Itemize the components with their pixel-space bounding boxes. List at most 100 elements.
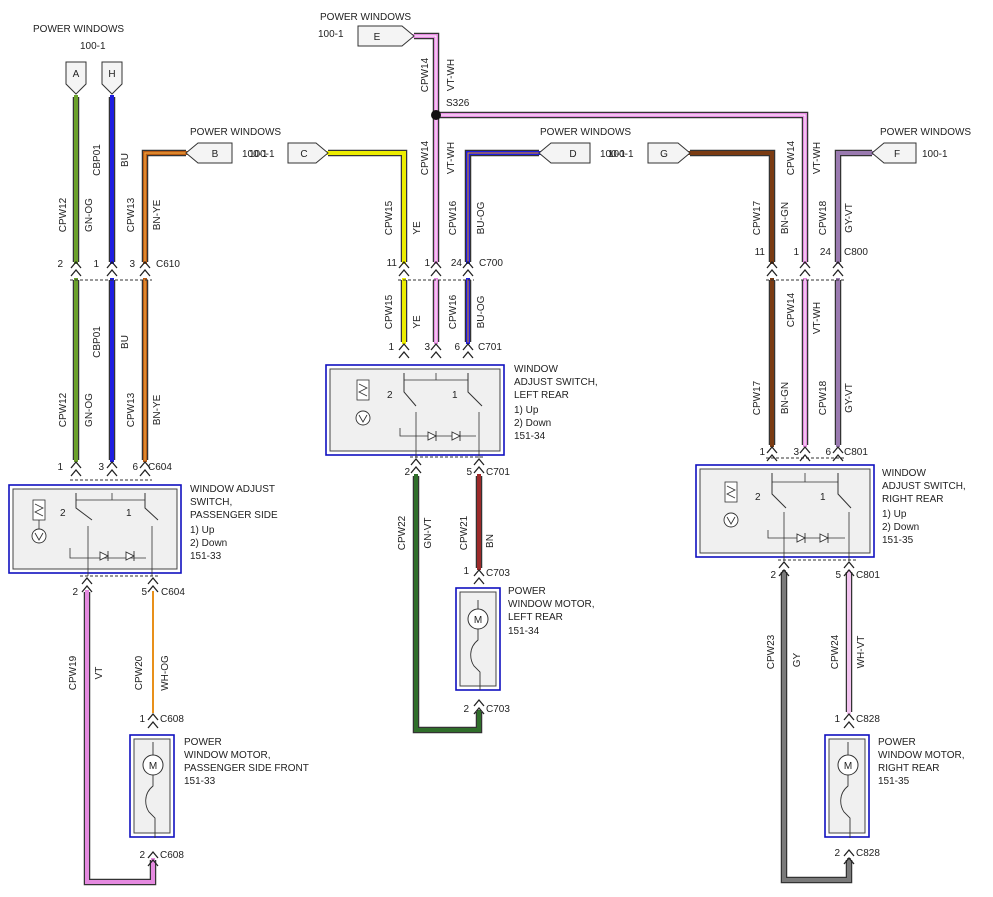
svg-text:1: 1 [126, 508, 132, 519]
wire-cpw17-upper [688, 151, 774, 264]
wire-label: CPW19 [68, 655, 79, 690]
motor-left-rear: M POWER WINDOW MOTOR, LEFT REAR 151-34 [455, 586, 594, 691]
wire-label: VT-WH [446, 142, 457, 174]
pin-arrows [70, 260, 855, 867]
svg-text:C: C [300, 149, 307, 160]
pin-arrow-icon [81, 576, 93, 593]
wire-label: WH-VT [856, 636, 867, 669]
svg-text:LEFT REAR: LEFT REAR [508, 612, 563, 623]
svg-text:11: 11 [755, 247, 766, 258]
svg-text:151-34: 151-34 [508, 626, 540, 637]
svg-text:E: E [374, 32, 381, 43]
svg-text:1) Up: 1) Up [190, 525, 215, 536]
svg-text:A: A [73, 69, 80, 80]
wire-label: BU [120, 153, 131, 167]
svg-text:3: 3 [98, 462, 104, 473]
wire-label: CPW21 [459, 515, 470, 550]
connector-c801-top: C801 [844, 447, 868, 458]
wire-label: BN-YE [152, 394, 163, 425]
pin-arrow-icon [70, 460, 82, 477]
wire-label: CPW15 [384, 200, 395, 235]
pin-arrow-icon [106, 260, 118, 277]
pin-arrow-icon [766, 260, 778, 277]
wire-label: YE [412, 315, 423, 329]
svg-text:2: 2 [463, 704, 469, 715]
wire-label: CBP01 [92, 326, 103, 358]
connector-c610: C610 [156, 259, 180, 270]
svg-text:M: M [844, 761, 852, 772]
pin-arrow-icon [147, 712, 159, 729]
svg-text:POWER: POWER [184, 737, 222, 748]
svg-text:2: 2 [755, 492, 761, 503]
pin-arrow-icon [398, 342, 410, 359]
pin-arrow-icon [843, 848, 855, 865]
wire-label: CPW14 [786, 292, 797, 327]
diode-icon [99, 551, 136, 561]
connector-c604-bottom: C604 [161, 587, 185, 598]
wire-label: GN-OG [84, 198, 95, 232]
svg-text:24: 24 [820, 247, 832, 258]
pin-arrow-icon [430, 342, 442, 359]
svg-text:2: 2 [834, 848, 840, 859]
svg-text:1: 1 [57, 462, 63, 473]
svg-text:PASSENGER SIDE FRONT: PASSENGER SIDE FRONT [184, 763, 309, 774]
svg-text:WINDOW MOTOR,: WINDOW MOTOR, [878, 750, 964, 761]
pin-arrow-icon [832, 260, 844, 277]
wire-label: CPW13 [126, 197, 137, 232]
pin-arrow-icon [139, 460, 151, 477]
wire-label: VT [94, 667, 105, 680]
pin-arrow-icon [799, 445, 811, 462]
wire-label: CPW15 [384, 294, 395, 329]
connector-labels: C610 C604 C604 C608 C608 C700 C701 C701 … [148, 247, 880, 861]
pin-arrow-icon [139, 260, 151, 277]
pin-arrow-icon [473, 698, 485, 715]
wire-label: GN-OG [84, 393, 95, 427]
motor-passenger-front: M POWER WINDOW MOTOR, PASSENGER SIDE FRO… [129, 734, 309, 838]
svg-text:WINDOW: WINDOW [514, 364, 558, 375]
wire-label: GY [792, 652, 803, 667]
wire-label: YE [412, 221, 423, 235]
svg-text:1: 1 [139, 714, 145, 725]
flag-c: C [287, 142, 329, 164]
ref-page-f: 100-1 [922, 149, 948, 160]
pin-arrow-icon [473, 457, 485, 474]
connector-c604-top: C604 [148, 462, 172, 473]
connector-c801-bottom: C801 [856, 570, 880, 581]
wire-label: GY-VT [844, 203, 855, 233]
wire-cpw22 [414, 474, 481, 732]
svg-text:151-34: 151-34 [514, 431, 546, 442]
svg-text:6: 6 [825, 447, 831, 458]
pin-arrow-icon [147, 576, 159, 593]
svg-text:RIGHT REAR: RIGHT REAR [882, 494, 944, 505]
ref-page-d: 100-1 [600, 149, 626, 160]
connector-c608-bottom: C608 [160, 850, 184, 861]
connector-c703-bottom: C703 [486, 704, 510, 715]
svg-text:1: 1 [759, 447, 765, 458]
pin-arrow-icon [766, 445, 778, 462]
ref-power-windows-e: POWER WINDOWS [320, 12, 411, 23]
svg-text:POWER: POWER [508, 586, 546, 597]
svg-text:151-35: 151-35 [878, 776, 910, 787]
pin-arrow-icon [843, 560, 855, 577]
connector-c700: C700 [479, 258, 503, 269]
flag-b: B [185, 142, 233, 164]
pin-arrow-icon [106, 460, 118, 477]
svg-text:2: 2 [387, 390, 393, 401]
pin-arrow-icon [473, 568, 485, 585]
svg-text:POWER: POWER [878, 737, 916, 748]
svg-text:1: 1 [93, 259, 99, 270]
pin-arrow-icon [70, 260, 82, 277]
svg-text:6: 6 [454, 342, 460, 353]
svg-text:B: B [212, 149, 219, 160]
flag-e: E [357, 25, 415, 47]
pin-arrow-icon [843, 712, 855, 729]
pin-numbers: 2 1 3 1 3 6 2 5 1 2 11 1 24 1 3 6 2 5 1 … [57, 247, 841, 861]
svg-text:2: 2 [72, 587, 78, 598]
svg-text:H: H [108, 69, 115, 80]
svg-text:1: 1 [834, 714, 840, 725]
flag-h: H [101, 61, 123, 95]
svg-text:3: 3 [129, 259, 135, 270]
svg-text:2) Down: 2) Down [882, 522, 919, 533]
